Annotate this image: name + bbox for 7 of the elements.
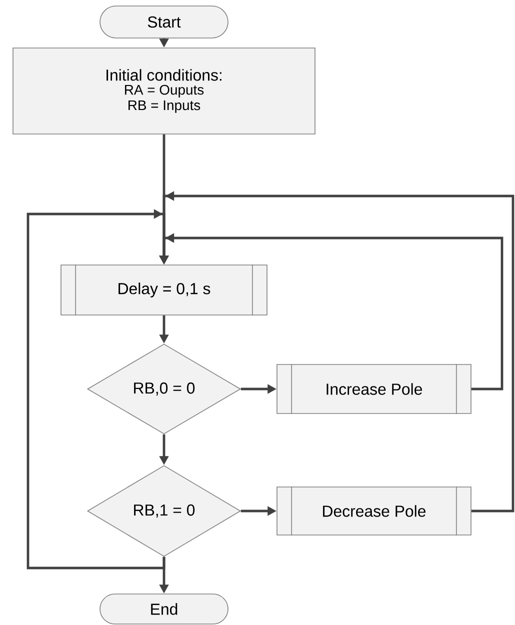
subprocess-box: Decrease Pole (276, 486, 472, 536)
subprocess-box: Increase Pole (276, 364, 472, 414)
process-box: Initial conditions: RA = Ouputs RB = Inputs (12, 48, 316, 134)
arrow (26, 209, 169, 570)
subprocess-box: Delay = 0,1 s (60, 264, 268, 316)
terminal-pill: Start (100, 6, 228, 38)
terminal-pill: End (100, 594, 228, 624)
